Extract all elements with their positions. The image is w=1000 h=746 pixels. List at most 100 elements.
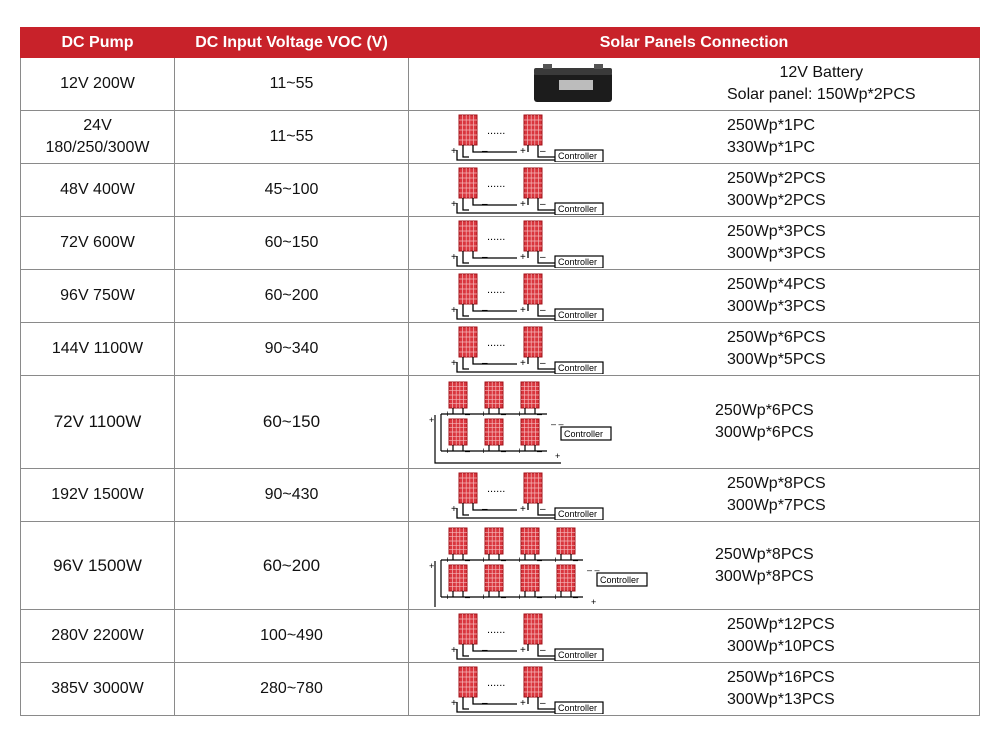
cell-dc-pump: 280V 2200W — [20, 609, 175, 663]
solar-panel-icon — [458, 220, 478, 252]
controller-label: Controller — [558, 204, 597, 214]
controller-label: Controller — [558, 703, 597, 713]
diagram-svg — [534, 64, 612, 102]
cell-input-voltage: 90~430 — [174, 468, 409, 522]
wire — [462, 145, 555, 158]
connection-line: Solar panel: 150Wp*2PCS — [727, 86, 916, 103]
pump-label-line: 24V — [83, 117, 112, 134]
connection-line: 300Wp*7PCS — [727, 497, 826, 514]
plus-sign: + — [451, 199, 457, 210]
controller-box: Controller — [554, 507, 604, 520]
solar-panel-icon — [520, 418, 540, 446]
wire — [452, 553, 464, 560]
solar-panel-icon — [484, 564, 504, 591]
plus-sign: + — [520, 252, 526, 263]
cell-dc-pump: 385V 3000W — [20, 662, 175, 716]
connection-line: 300Wp*5PCS — [727, 351, 826, 368]
connection-line: 300Wp*10PCS — [727, 638, 835, 655]
wire — [456, 649, 555, 660]
connection-diagram: +–+–+–+–+–+–+–+–+– –+Controller — [409, 525, 715, 607]
wire — [456, 256, 555, 267]
solar-panel-icon — [523, 472, 543, 504]
pump-label-line: 48V 400W — [60, 181, 135, 198]
wire — [452, 408, 464, 414]
solar-panel-icon — [523, 613, 543, 645]
pump-label-line: 96V 750W — [60, 287, 135, 304]
controller-box: Controller — [554, 308, 604, 321]
battery-icon — [534, 64, 612, 102]
cell-input-voltage: 60~150 — [174, 375, 409, 469]
plus-sign: + — [451, 645, 457, 656]
wire — [488, 590, 500, 597]
solar-panel-icon — [523, 326, 543, 358]
minus-sign: – — [540, 199, 546, 210]
solar-panel-icon — [523, 114, 543, 146]
connection-line: 300Wp*2PCS — [727, 192, 826, 209]
connection-diagram: ......+–+–Controller — [409, 664, 727, 714]
connection-diagram: ......+–+–Controller — [409, 611, 727, 661]
cell-dc-pump: 192V 1500W — [20, 468, 175, 522]
plus-sign: + — [520, 698, 526, 709]
plus-sign: + — [451, 252, 457, 263]
pump-label-line: 72V 1100W — [53, 412, 142, 431]
connection-line: 250Wp*3PCS — [727, 223, 826, 240]
cell-dc-pump: 72V 600W — [20, 216, 175, 270]
wire — [456, 309, 555, 320]
cell-dc-pump: 12V 200W — [20, 57, 175, 111]
wire — [456, 362, 555, 373]
diagram-svg: ......+–+–Controller — [451, 613, 604, 661]
controller-box: Controller — [554, 255, 604, 268]
pump-label-line: 144V 1100W — [51, 340, 144, 357]
pump-label-line: 280V 2200W — [51, 627, 144, 644]
connection-line: 250Wp*16PCS — [727, 669, 835, 686]
series-dots: ...... — [487, 125, 505, 137]
wire — [524, 445, 536, 451]
controller-label: Controller — [558, 310, 597, 320]
header-dc-input-voltage: DC Input Voltage VOC (V) — [174, 27, 409, 58]
solar-panel-icon — [523, 220, 543, 252]
cell-input-voltage: 60~200 — [174, 269, 409, 323]
controller-label: Controller — [558, 257, 597, 267]
solar-panel-icon — [458, 167, 478, 199]
wire — [456, 203, 555, 214]
cell-dc-pump: 96V 750W — [20, 269, 175, 323]
minus-sign: – — [540, 252, 546, 263]
controller-box: Controller — [554, 701, 604, 714]
wire — [434, 414, 561, 464]
wire — [462, 251, 555, 264]
connection-line: 250Wp*2PCS — [727, 170, 826, 187]
series-dots: ...... — [487, 624, 505, 636]
pump-label-line: 72V 600W — [60, 234, 135, 251]
pump-spec-table: DC Pump DC Input Voltage VOC (V) Solar P… — [20, 27, 980, 716]
connection-line: 250Wp*4PCS — [727, 276, 826, 293]
solar-panel-icon — [520, 564, 540, 591]
solar-panel-icon — [448, 527, 468, 554]
minus-sign: – — [540, 146, 546, 157]
series-dots: ...... — [487, 483, 505, 495]
wire — [434, 559, 442, 607]
diagram-svg: ......+–+–Controller — [451, 167, 604, 215]
solar-panel-icon — [458, 114, 478, 146]
cell-dc-pump: 96V 1500W — [20, 521, 175, 610]
cell-input-voltage: 45~100 — [174, 163, 409, 217]
header-row: DC Pump DC Input Voltage VOC (V) Solar P… — [20, 27, 980, 58]
minus-sign: – – — [551, 419, 564, 429]
plus-sign: + — [520, 358, 526, 369]
wire — [452, 445, 464, 451]
controller-box: Controller — [554, 149, 604, 162]
connection-diagram: ......+–+–Controller — [409, 470, 727, 520]
solar-panel-icon — [556, 527, 576, 554]
